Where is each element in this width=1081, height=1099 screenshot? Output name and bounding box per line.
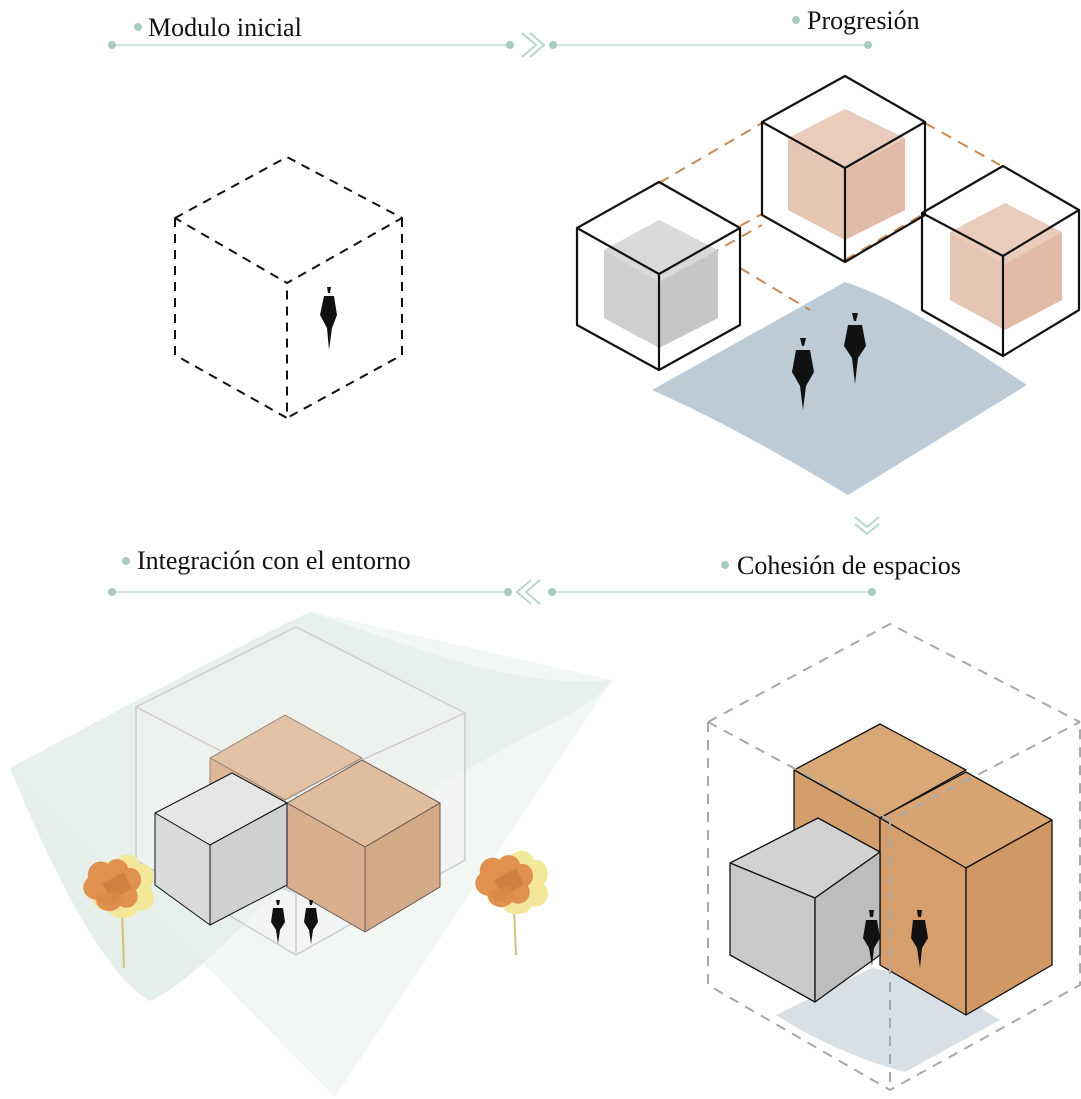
arrow-left-icon [515, 579, 541, 605]
stage-label-cohesion: Cohesión de espacios [737, 551, 961, 580]
person-icon [863, 910, 880, 966]
cube-left-face [174, 218, 288, 419]
tree-icon [475, 850, 549, 956]
arrow-right-icon [521, 32, 546, 58]
stage-label-modulo: Modulo inicial [148, 13, 302, 42]
cube-grey [729, 817, 881, 1003]
timeline-dot [108, 588, 116, 596]
timeline-dot [504, 588, 512, 596]
stage-label-progresion: Progresión [807, 6, 920, 35]
cube-terracotta-right [920, 164, 1081, 358]
person-icon [792, 338, 814, 410]
cube-top-face [174, 156, 403, 284]
timeline-bottom: Integración con el entorno Cohesión de e… [108, 546, 961, 605]
stage-bullet [792, 16, 800, 24]
stage-bullet [721, 561, 729, 569]
stage-label-integracion: Integración con el entorno [137, 546, 411, 575]
arrow-down-icon [854, 516, 880, 536]
stage-bullet [122, 557, 130, 565]
enclosing-volume-front-edges [707, 721, 1081, 1090]
stage-progresion [575, 74, 1081, 495]
timeline-dot [108, 41, 116, 49]
cube-terracotta-center [760, 74, 927, 264]
tree-icon [83, 854, 155, 969]
enclosing-volume-dashed [707, 623, 1081, 1091]
cube-grey [154, 772, 288, 926]
timeline-dot [548, 588, 556, 596]
timeline-top: Modulo inicial Progresión [108, 6, 920, 58]
stage-integracion [10, 612, 612, 1097]
person-icon [320, 287, 337, 350]
cube-terracotta-front [879, 771, 1053, 1016]
timeline-dot [506, 41, 514, 49]
person-icon [911, 910, 928, 968]
cube-right-face [286, 218, 403, 419]
person-icon [271, 900, 285, 944]
person-icon [304, 900, 318, 944]
stage-cohesion [707, 623, 1081, 1091]
cube-terracotta-front [286, 759, 441, 933]
timeline-dot [549, 41, 557, 49]
timeline-dot [868, 588, 876, 596]
stage-modulo-inicial [174, 156, 403, 419]
cube-grey [575, 180, 742, 372]
person-icon [844, 313, 866, 384]
stage-bullet [134, 23, 142, 31]
timeline-dot [864, 41, 872, 49]
ground-plane [652, 282, 1027, 495]
